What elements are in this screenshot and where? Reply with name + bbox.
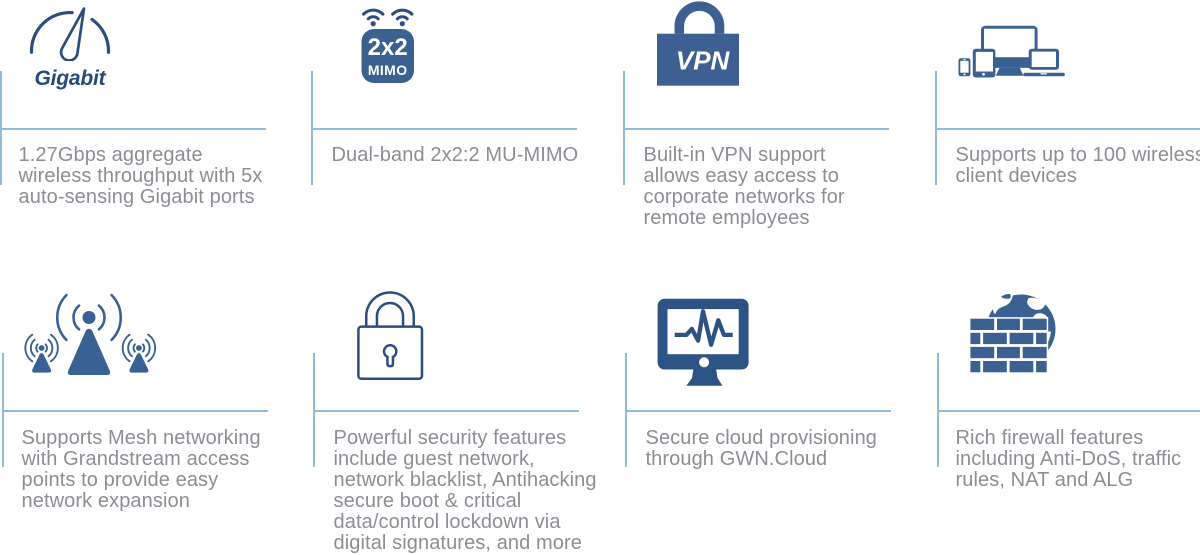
svg-text:VPN: VPN <box>676 45 731 75</box>
svg-text:MIMO: MIMO <box>367 62 407 78</box>
svg-text:2x2: 2x2 <box>367 34 407 61</box>
